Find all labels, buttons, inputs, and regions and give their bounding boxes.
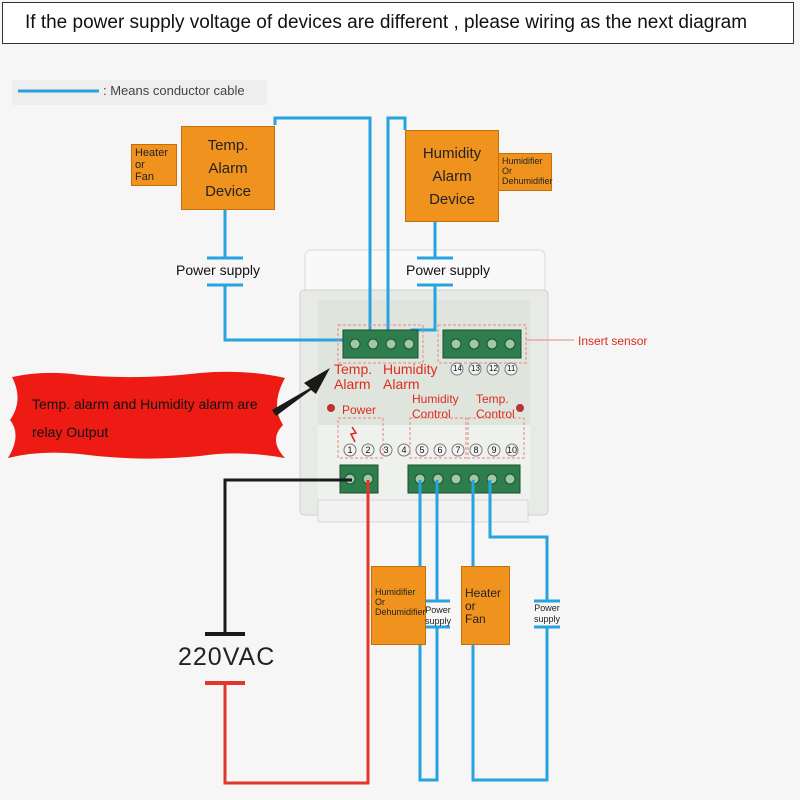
control-terminal-block [407, 464, 521, 494]
relay-callout-shape [8, 371, 285, 459]
terminal-number: 9 [491, 445, 497, 455]
mount-hole-right [516, 404, 524, 412]
mount-hole-left [327, 404, 335, 412]
temp-alarm-terminal-label: Temp. Alarm [334, 361, 373, 392]
diagram-header: If the power supply voltage of devices a… [2, 2, 794, 44]
callout-arrow-icon [272, 368, 330, 416]
power-supply-small-right: Power supply [533, 603, 560, 624]
humidifier-tag-top: Humidifier Or Dehumidifier [498, 153, 553, 191]
humidity-control-outline [409, 417, 467, 459]
terminal-number: 7 [455, 445, 461, 455]
terminal-number: 3 [383, 445, 389, 455]
neutral-wire [223, 478, 352, 632]
power-bolt-icon [349, 426, 358, 443]
cable-humidity-alarm-top [386, 116, 407, 345]
humidity-alarm-terminal-label: Humidity Alarm [383, 361, 438, 392]
heater-fan-device-bottom: Heater or Fan [461, 566, 510, 645]
mains-voltage-label: 220VAC [178, 643, 276, 671]
live-wire [223, 480, 370, 785]
terminal-number: 11 [507, 364, 516, 373]
power-terminal-outline [337, 417, 384, 459]
legend-label: : Means conductor cable [103, 83, 245, 98]
temp-alarm-device: Temp. Alarm Device [181, 126, 275, 210]
power-supply-small-left: Power supply [424, 605, 451, 626]
power-terminal-label: Power [342, 403, 377, 417]
temp-control-outline [467, 417, 525, 459]
cable-temp-loop-b [488, 480, 549, 601]
terminal-number: 1 [347, 445, 353, 455]
insert-sensor-label: Insert sensor [578, 334, 648, 348]
terminal-number: 8 [473, 445, 479, 455]
terminal-number: 10 [506, 445, 517, 455]
power-supply-left-label: Power supply [176, 262, 261, 278]
sensor-terminal-outline [437, 324, 527, 364]
humidity-control-label: Humidity Control [412, 392, 459, 421]
alarm-terminal-outline [337, 324, 424, 364]
humidity-alarm-device: Humidity Alarm Device [405, 130, 499, 222]
heater-fan-tag-top: Heater or Fan [131, 144, 177, 186]
terminal-number: 6 [437, 445, 443, 455]
cable-temp-alarm-top [273, 116, 372, 345]
terminal-number: 13 [471, 364, 480, 373]
power-supply-right-label: Power supply [406, 262, 491, 278]
controller-bottom-lip [317, 499, 529, 523]
temp-control-label: Temp. Control [476, 392, 515, 421]
terminal-number: 14 [453, 364, 462, 373]
humidifier-device-bottom: Humidifier Or Dehumidifier [371, 566, 426, 645]
terminal-number: 5 [419, 445, 425, 455]
terminal-number: 12 [489, 364, 498, 373]
terminal-number: 2 [365, 445, 371, 455]
terminal-number: 4 [401, 445, 407, 455]
relay-callout-text: Temp. alarm and Humidity alarm are relay… [32, 396, 258, 440]
